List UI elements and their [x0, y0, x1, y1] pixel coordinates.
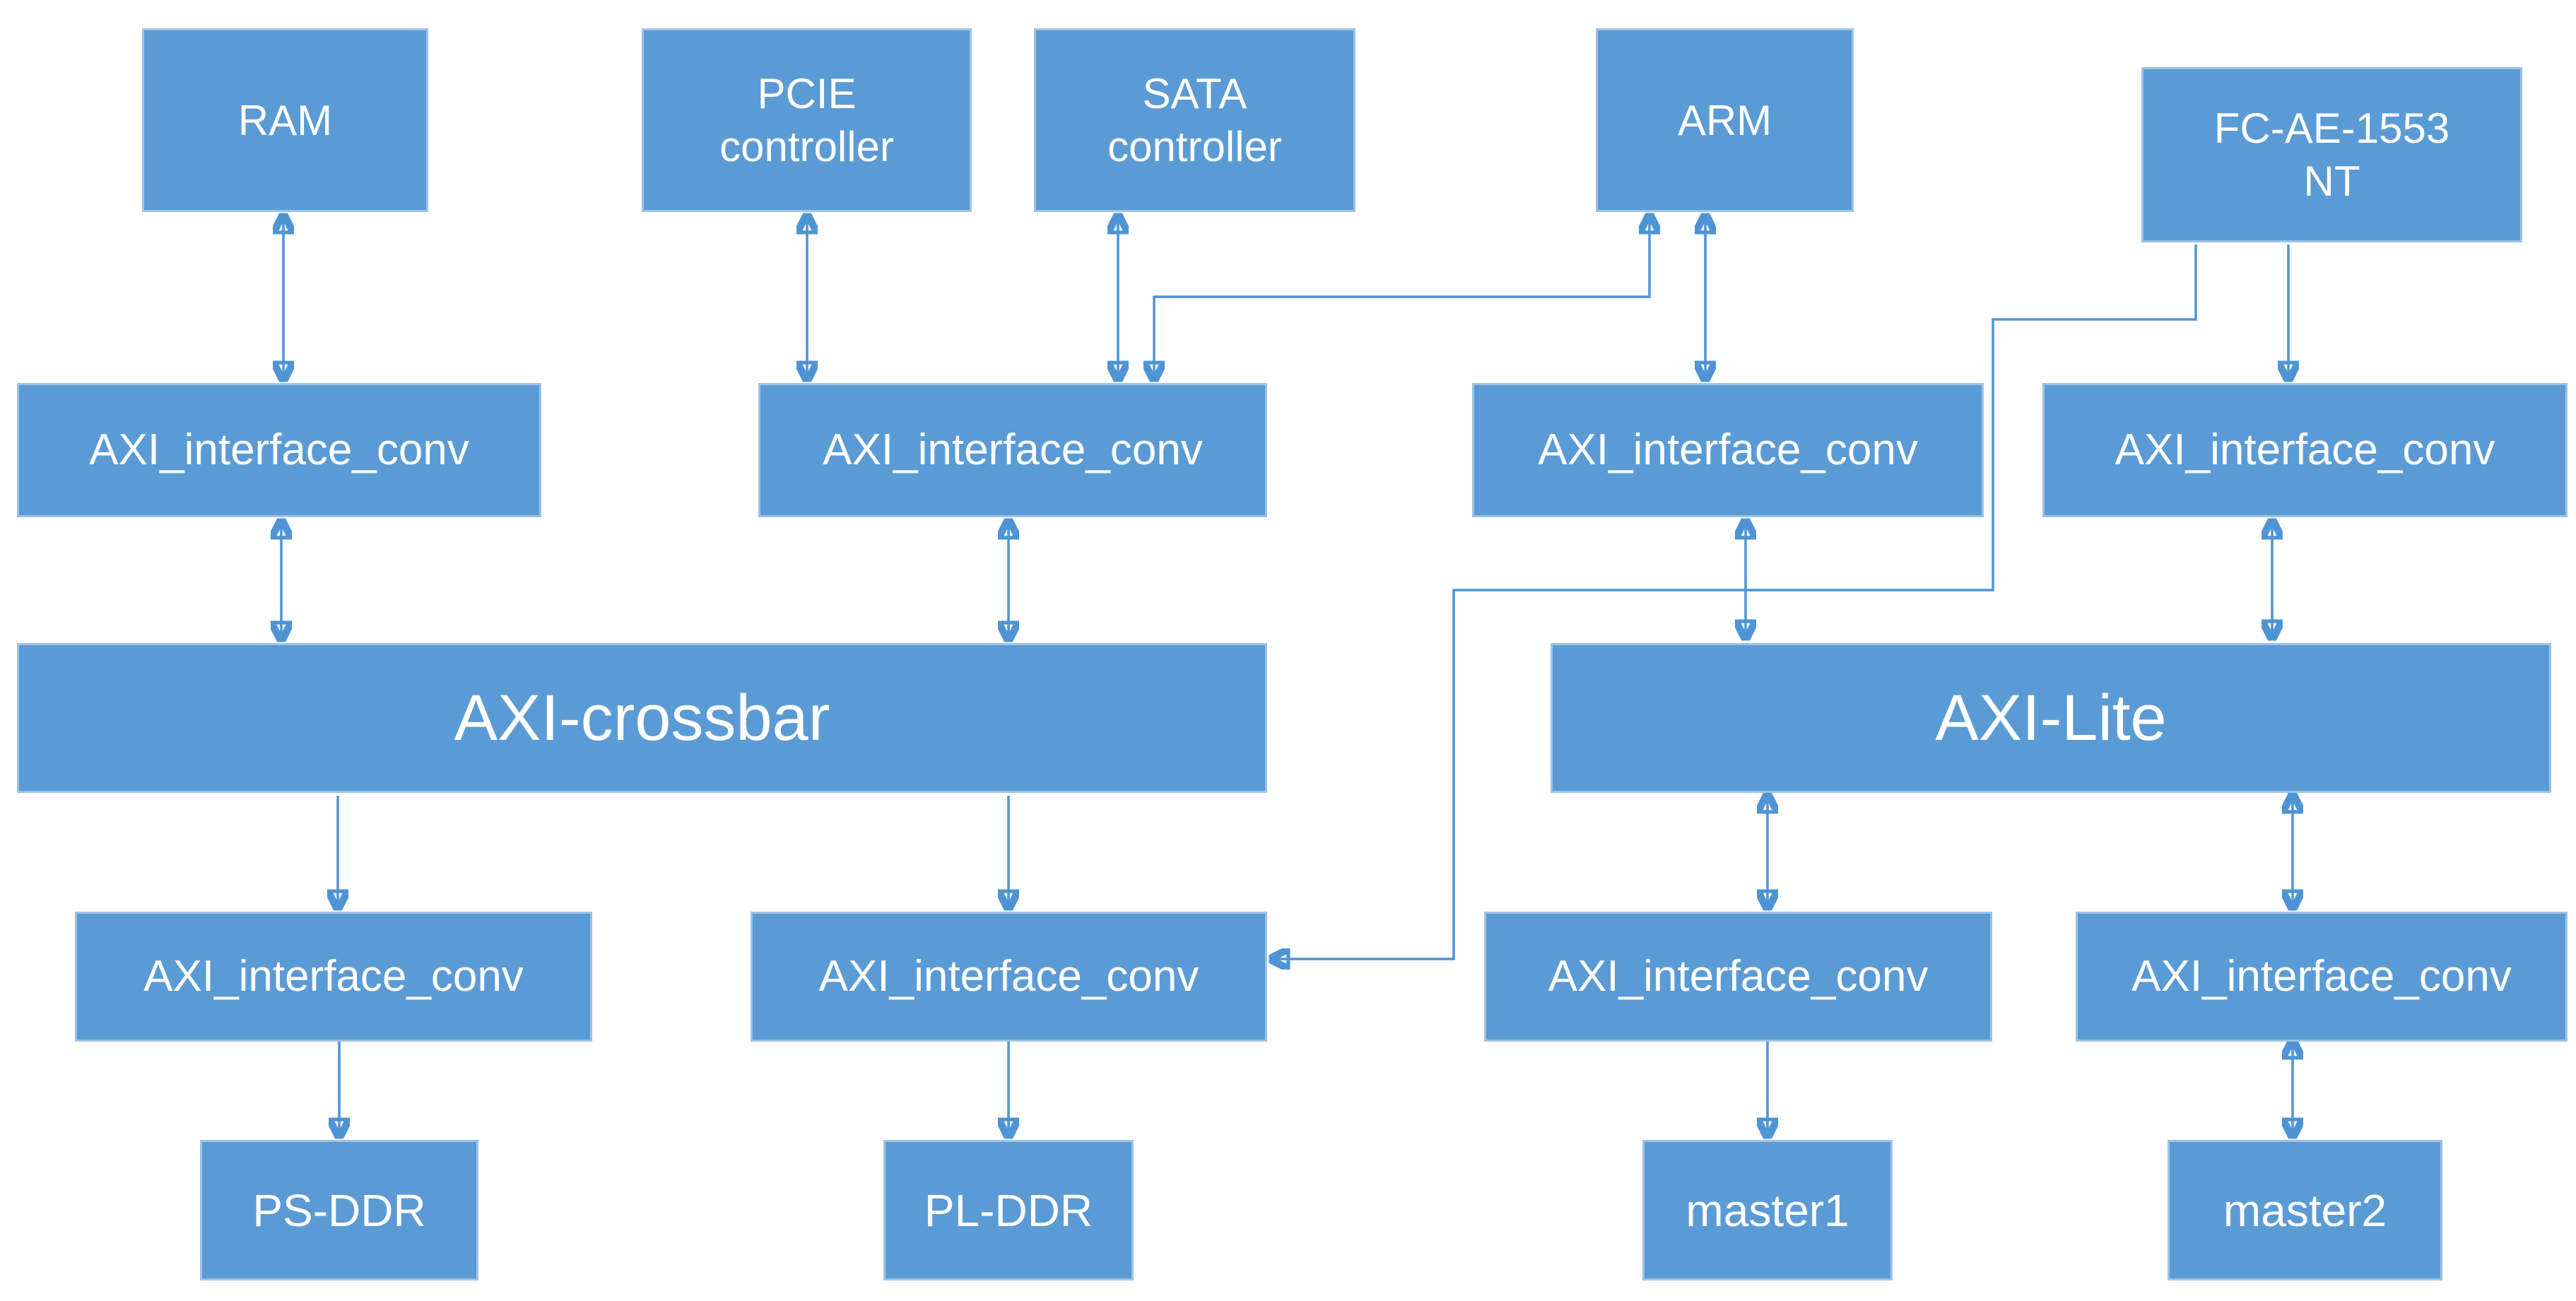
node-arm: ARM: [1596, 28, 1854, 212]
node-master1: master1: [1642, 1140, 1893, 1281]
connector-arm-conv-elbow: [1154, 216, 1649, 379]
node-axi-lite: AXI-Lite: [1551, 643, 2551, 793]
node-sata-controller: SATA controller: [1034, 28, 1355, 212]
node-axi-interface-conv-fc: AXI_interface_conv: [2042, 383, 2568, 517]
node-axi-crossbar: AXI-crossbar: [17, 643, 1267, 793]
node-ps-ddr: PS-DDR: [200, 1140, 478, 1281]
node-master2: master2: [2168, 1140, 2442, 1281]
node-axi-interface-conv-arm: AXI_interface_conv: [1472, 383, 1984, 517]
node-axi-interface-conv-pl-ddr: AXI_interface_conv: [751, 912, 1267, 1042]
node-axi-interface-conv-ram: AXI_interface_conv: [17, 383, 541, 517]
node-axi-interface-conv-master1: AXI_interface_conv: [1484, 912, 1992, 1042]
node-ram: RAM: [142, 28, 428, 212]
connector-fc-convplddr-staircase: [1272, 245, 2197, 959]
node-axi-interface-conv-pcie-sata: AXI_interface_conv: [758, 383, 1267, 517]
node-fc-ae-1553-nt: FC-AE-1553 NT: [2141, 67, 2522, 242]
node-axi-interface-conv-master2: AXI_interface_conv: [2076, 912, 2568, 1042]
node-axi-interface-conv-ps-ddr: AXI_interface_conv: [75, 912, 592, 1042]
node-pcie-controller: PCIE controller: [642, 28, 972, 212]
node-pl-ddr: PL-DDR: [883, 1140, 1134, 1281]
